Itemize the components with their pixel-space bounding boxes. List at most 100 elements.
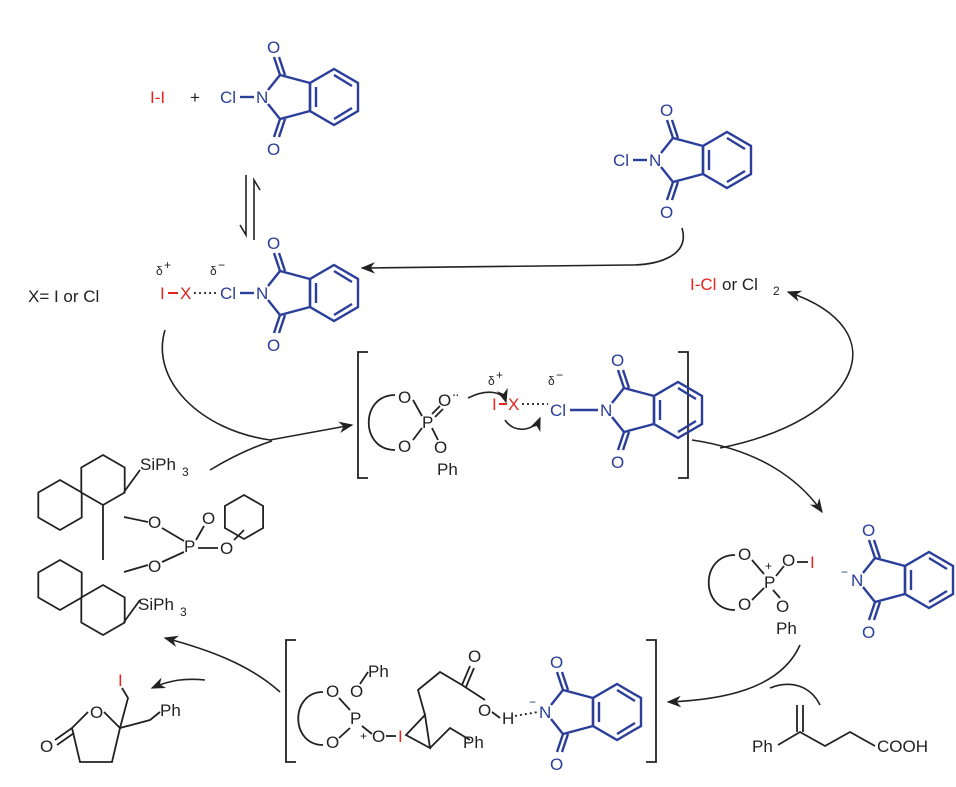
atom-label: H (502, 709, 514, 728)
atom-label: O (468, 647, 481, 666)
atom-label: + (496, 368, 503, 382)
atom-label: P (350, 709, 361, 728)
atom-label: O (478, 701, 491, 720)
atom-label: Ph (776, 619, 797, 638)
atom-label: O (738, 545, 751, 564)
iodiranium-transition-state: O O P + O Ph O I O O H Ph (297, 647, 539, 752)
atom-label: O (776, 597, 789, 616)
atom-label: Ph (368, 662, 389, 681)
atom-label: + (360, 729, 367, 743)
atom-x: X (180, 284, 191, 303)
atom-o: O (267, 140, 280, 159)
n-chlorophthalimide-right: Cl N O O (613, 101, 753, 222)
n-chlorophthalimide-top: Cl N O O (220, 38, 360, 159)
atom-label: O (611, 453, 624, 472)
arrow-to-product (150, 677, 206, 689)
phthalimide-anion-hbond: − N O O (529, 653, 643, 774)
phosphate-activation: O O P O ¨ O Ph δ + I X δ − (367, 368, 563, 479)
atom-label: − (556, 368, 563, 382)
binol-phosphate-catalyst: SiPh 3 SiPh 3 O O P O O (37, 453, 265, 637)
benzene-ring (80, 583, 126, 637)
catalyst-entry-line (209, 440, 273, 471)
atom-label: Ph (160, 701, 181, 720)
phthalimide-anion: − N O O (841, 521, 955, 642)
substrate-4-phenylpentenoic-acid: Ph COOH (752, 705, 928, 756)
atom-label: SiPh (138, 595, 174, 614)
atom-o: O (660, 203, 673, 222)
atom-cl: Cl (220, 88, 236, 107)
atom-label: I-Cl (690, 275, 716, 294)
atom-label: O (738, 595, 751, 614)
atom-n: N (256, 284, 268, 303)
atom-label: δ (548, 374, 555, 388)
atom-label: I (118, 671, 123, 690)
arrow-release-icl (719, 290, 854, 449)
iodine-label: I-I (150, 88, 165, 107)
atom-n: N (256, 88, 268, 107)
atom-label: I (810, 553, 815, 572)
atom-label: O (202, 509, 215, 528)
atom-label: I (398, 727, 403, 746)
atom-label: COOH (877, 737, 928, 756)
atom-i: I (160, 284, 165, 303)
atom-label: δ (210, 264, 217, 278)
atom-label: δ (156, 264, 163, 278)
atom-label: − (218, 258, 225, 272)
arrow-to-iodophosphonium (691, 439, 823, 514)
atom-label: O (398, 388, 411, 407)
bracket-left (357, 351, 368, 479)
atom-label: O (550, 755, 563, 774)
iodophosphonium-intermediate: O O P + O I O Ph (707, 545, 815, 638)
atom-n: N (649, 151, 661, 170)
atom-label: N (600, 401, 612, 420)
atom-label: O (148, 557, 161, 576)
atom-label: O (372, 727, 385, 746)
atom-label: − (841, 565, 848, 579)
benzene-ring (223, 493, 265, 541)
atom-label: O (398, 437, 411, 456)
atom-label: Ph (463, 733, 484, 752)
atom-label: O (611, 351, 624, 370)
atom-label: N (539, 703, 551, 722)
atom-label: O (326, 682, 339, 701)
atom-label: 3 (180, 605, 187, 619)
arrow-regenerate-catalyst (163, 635, 281, 693)
atom-o: O (660, 101, 673, 120)
halogen-complex: δ + δ − I X Cl N O O (156, 234, 360, 355)
atom-label: O (438, 391, 451, 410)
atom-cl: Cl (220, 284, 236, 303)
atom-label: P (184, 537, 195, 556)
iodolactone-product: O O I Ph (40, 671, 181, 763)
bracket2-left (285, 639, 296, 763)
atom-label: P (422, 413, 433, 432)
benzene-ring (37, 478, 83, 532)
phthalimide-in-complex: Cl N O O (550, 351, 704, 472)
atom-label: P (764, 573, 775, 592)
atom-label: O (350, 682, 363, 701)
x-definition: X= I or Cl (28, 287, 99, 306)
atom-label: O (220, 539, 233, 558)
atom-label: SiPh (140, 455, 176, 474)
atom-label: O (862, 623, 875, 642)
atom-label: O (550, 653, 563, 672)
atom-label: Cl (550, 401, 566, 420)
atom-o: O (267, 38, 280, 57)
atom-label: X (508, 395, 519, 414)
plus-sign: + (190, 88, 200, 107)
atom-cl: Cl (613, 151, 629, 170)
atom-label: O (40, 737, 53, 756)
arrow-to-iodiranium (666, 644, 801, 708)
atom-label: O (267, 336, 280, 355)
benzene-ring (37, 558, 83, 612)
atom-label: I (492, 395, 497, 414)
arrow-into-transition (161, 329, 354, 441)
atom-label: O (434, 438, 447, 457)
atom-label: O (90, 703, 103, 722)
atom-label: Ph (752, 737, 773, 756)
byproduct-label: I-Cl or Cl 2 (690, 275, 780, 298)
atom-label: + (164, 258, 171, 272)
atom-label: − (529, 695, 536, 709)
atom-label: N (851, 571, 863, 590)
bracket2-right (646, 639, 657, 763)
